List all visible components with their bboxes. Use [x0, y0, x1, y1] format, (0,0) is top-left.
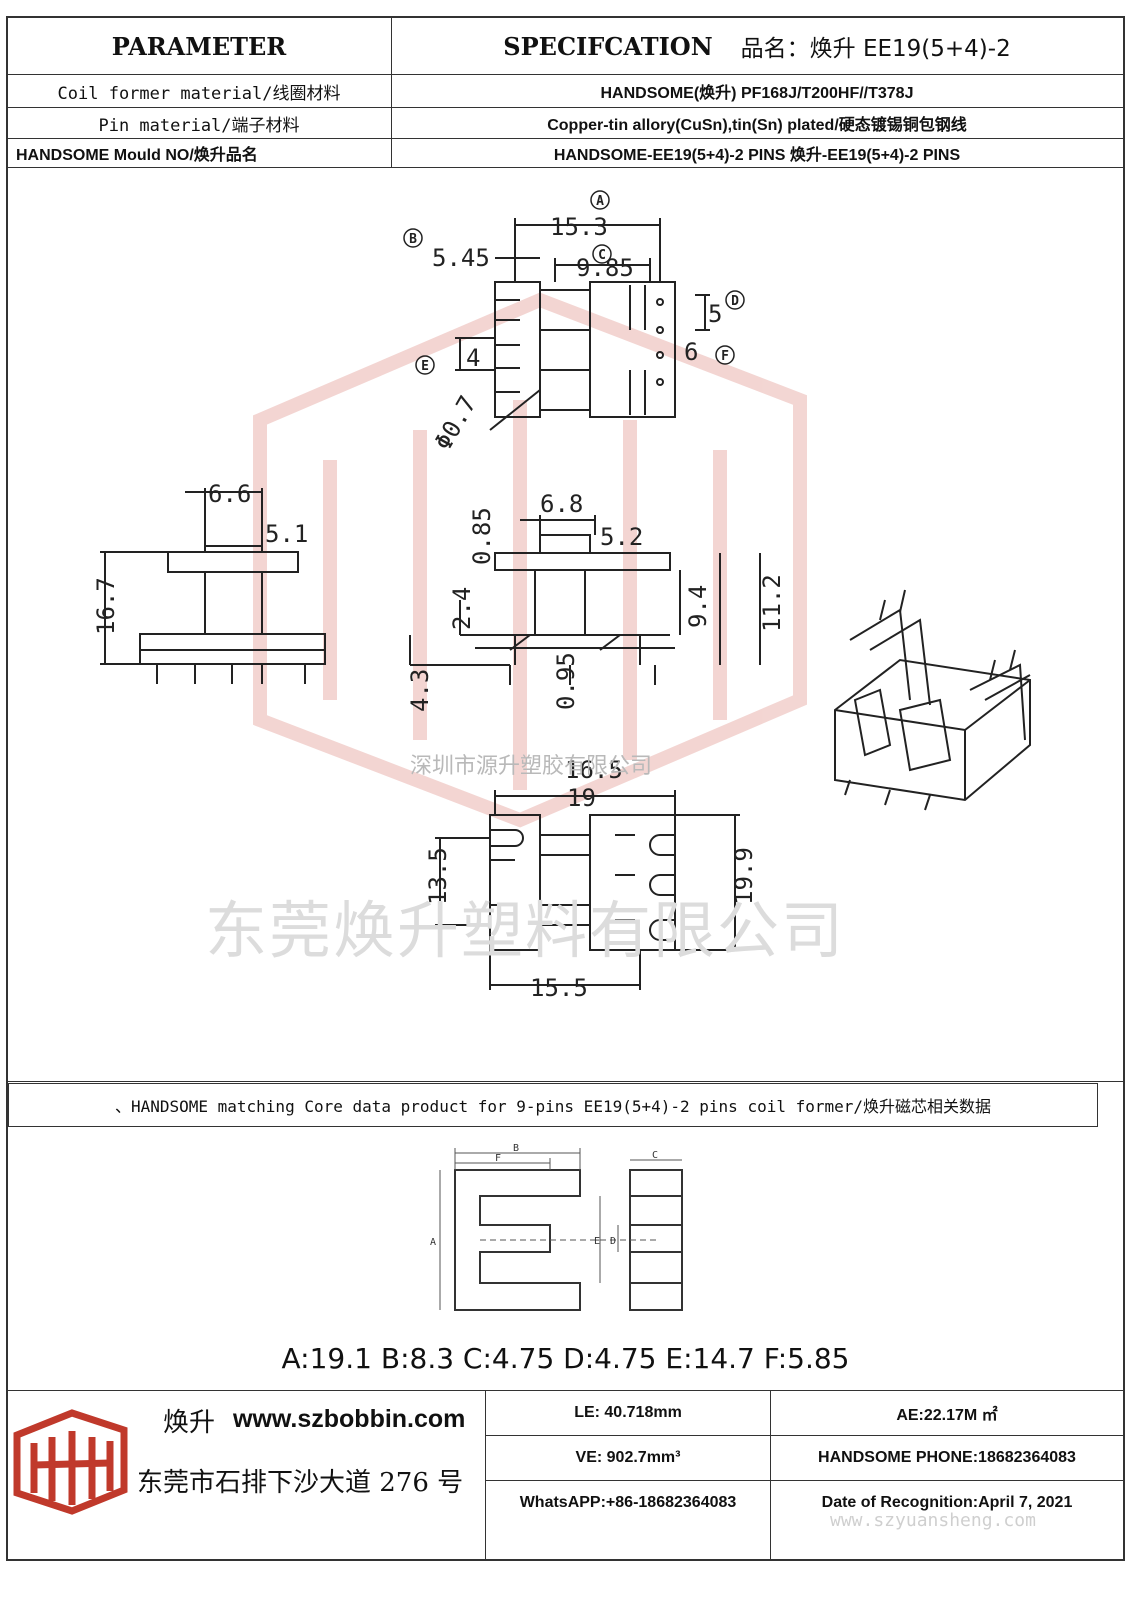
callout-a: A — [590, 190, 610, 210]
callout-e: E — [415, 355, 435, 375]
coil-material-label: Coil former material/线圈材料 — [57, 83, 341, 104]
mould-no-label: HANDSOME Mould NO/焕升品名 — [16, 147, 258, 164]
rule — [485, 1480, 1125, 1481]
dim-t: 19 — [567, 784, 596, 812]
rule — [485, 1390, 486, 1560]
rule — [770, 1390, 771, 1560]
top-view — [455, 218, 710, 431]
dim-c: 9.85 — [576, 254, 634, 282]
pin-material-label: Pin material/端子材料 — [98, 115, 300, 136]
core-label-b: B — [513, 1143, 519, 1154]
dim-i: 5.1 — [265, 520, 308, 548]
rule — [6, 167, 1125, 168]
pin-material-value: Copper-tin allory(CuSn),tin(Sn) plated/硬… — [547, 117, 967, 134]
callout-f: F — [715, 345, 735, 365]
watermark-url: www.szyuansheng.com — [830, 1510, 1036, 1531]
svg-text:D: D — [731, 294, 739, 309]
core-label-c: C — [652, 1150, 658, 1161]
rule — [6, 138, 1125, 139]
ae-value: AE:22.17M ㎡ — [896, 1407, 998, 1424]
core-label-e: E — [594, 1236, 600, 1247]
website-link[interactable]: www.szbobbin.com — [233, 1405, 466, 1433]
dim-g: Φ0.7 — [429, 391, 482, 455]
brand-name: 焕升 — [163, 1408, 216, 1438]
bottom-view — [435, 790, 740, 990]
core-label-d: D — [610, 1236, 616, 1247]
callout-c: C — [592, 244, 612, 264]
rule — [6, 1390, 1125, 1391]
product-name-label: 品名： — [740, 36, 810, 62]
middle-side-view — [409, 515, 761, 685]
company-address: 东莞市石排下沙大道 276 号 — [137, 1468, 464, 1498]
dim-j: 16.7 — [92, 577, 120, 635]
mould-no-value: HANDSOME-EE19(5+4)-2 PINS 焕升-EE19(5+4)-2… — [553, 147, 961, 164]
callout-b: B — [403, 228, 423, 248]
rule — [391, 16, 392, 168]
svg-text:B: B — [409, 232, 417, 247]
dim-o: 9.4 — [684, 585, 712, 628]
whatsapp-value: WhatsAPP:+86-18682364083 — [519, 1494, 737, 1511]
dim-e: 4 — [466, 344, 480, 372]
core-dimensions: A:19.1 B:8.3 C:4.75 D:4.75 E:14.7 F:5.85 — [281, 1342, 850, 1375]
left-side-view — [100, 488, 326, 684]
specification-label: SPECIFCATION — [503, 31, 713, 61]
core-diagram: B F C A E D — [430, 1143, 683, 1311]
watermark-small-text: 深圳市源升塑胶有限公司 — [410, 754, 653, 779]
core-label-a: A — [430, 1237, 436, 1248]
product-name-value: 焕升 EE19(5+4)-2 — [809, 36, 1011, 62]
spec-sheet — [6, 16, 1125, 1561]
ve-value: VE: 902.7mm³ — [575, 1449, 681, 1466]
company-logo-icon — [13, 1409, 128, 1515]
recognition-date: Date of Recognition:April 7, 2021 — [821, 1494, 1073, 1511]
svg-text:A: A — [596, 194, 604, 209]
dim-a: 15.3 — [550, 213, 608, 241]
rule — [6, 74, 1125, 75]
dim-k: 0.85 — [468, 507, 496, 565]
coil-material-value: HANDSOME(焕升) PF168J/T200HF//T378J — [600, 85, 914, 102]
parameter-heading: PARAMETER — [111, 31, 287, 61]
dim-r: 0.95 — [552, 652, 580, 710]
phone-value: HANDSOME PHONE:18682364083 — [818, 1449, 1076, 1466]
rule — [6, 1081, 1125, 1082]
specification-heading: SPECIFCATION 品名： 焕升 EE19(5+4)-2 — [392, 18, 1122, 74]
svg-text:F: F — [721, 349, 729, 364]
le-value: LE: 40.718mm — [574, 1404, 682, 1421]
core-label-f: F — [495, 1153, 501, 1164]
dim-u: 13.5 — [424, 847, 452, 905]
dim-b: 5.45 — [432, 244, 490, 272]
rule — [6, 107, 1125, 108]
isometric-view — [834, 589, 1031, 811]
technical-drawing: 15.3 5.45 9.85 5 4 6 Φ0.7 6.6 5.1 16.7 0… — [92, 190, 1031, 1002]
dim-h: 6.6 — [208, 480, 251, 508]
svg-text:E: E — [421, 359, 429, 374]
dim-s: 16.5 — [565, 756, 623, 784]
watermark-large-text: 东莞焕升塑料有限公司 — [205, 894, 846, 967]
dim-d: 5 — [708, 300, 722, 328]
dim-f: 6 — [684, 338, 698, 366]
dim-q: 4.3 — [406, 669, 434, 712]
dim-n: 2.4 — [448, 587, 476, 630]
callout-d: D — [725, 290, 745, 310]
dim-w: 15.5 — [530, 974, 588, 1002]
dim-m: 5.2 — [600, 523, 643, 551]
rule — [485, 1435, 1125, 1436]
svg-text:C: C — [598, 248, 606, 263]
dim-l: 6.8 — [540, 490, 583, 518]
core-data-title: 、HANDSOME matching Core data product for… — [8, 1083, 1098, 1127]
dim-p: 11.2 — [758, 574, 786, 632]
dim-v: 19.9 — [730, 847, 758, 905]
